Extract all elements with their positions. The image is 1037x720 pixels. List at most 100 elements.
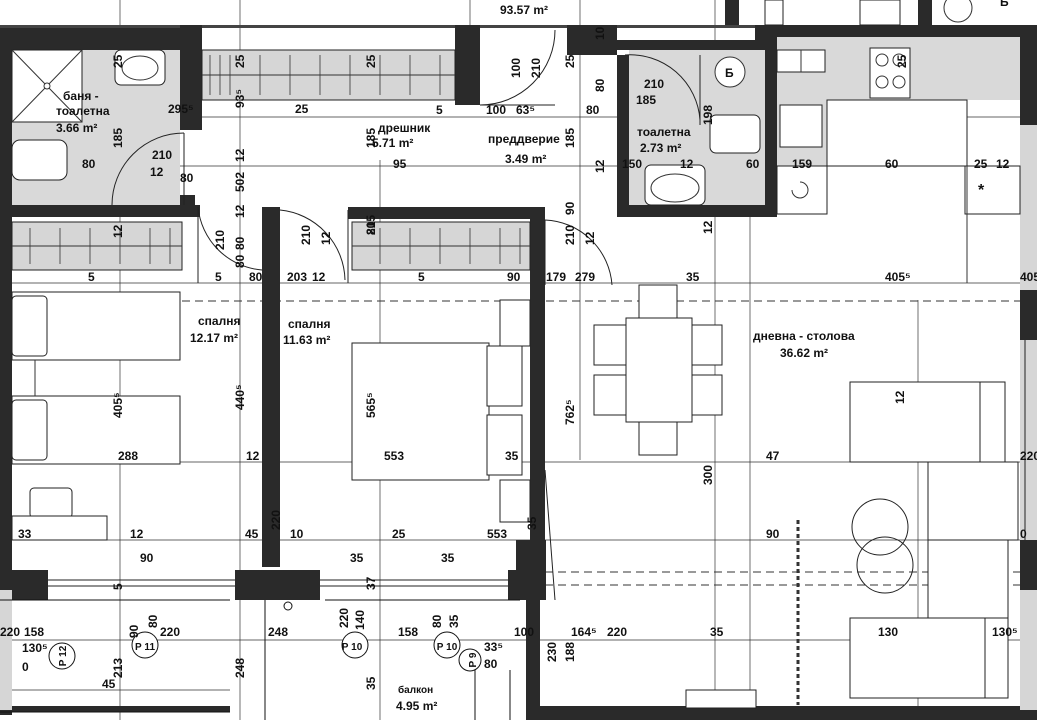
dim-text: 37: [364, 576, 378, 590]
dim-text: 10: [593, 26, 607, 40]
dim-text: 762⁵: [563, 399, 577, 425]
dim-text: 12: [130, 527, 144, 541]
dim-text: 25: [563, 54, 577, 68]
boiler-symbol-2: Б: [1000, 0, 1009, 9]
dim-text: 288: [118, 449, 138, 463]
bed1-name: спалня: [198, 314, 240, 328]
dim-text: 100: [486, 103, 506, 117]
dim-text: 12: [996, 157, 1010, 171]
bath1-area: 3.66 m²: [56, 121, 97, 135]
dimension-texts: 25 295⁵ 5 100 63⁵ 80 210 185 80 210 12 8…: [0, 77, 1037, 691]
dim-text: 35: [364, 676, 378, 690]
dim-text: 10: [290, 527, 304, 541]
dim-text: 12: [680, 157, 694, 171]
dim-text: 80: [484, 657, 498, 671]
dim-text: 140: [353, 610, 367, 630]
dim-text: 248: [233, 658, 247, 678]
dim-text: 25: [364, 54, 378, 68]
dim-text: 158: [398, 625, 418, 639]
dim-text: 35: [447, 614, 461, 628]
column-p9: Р 9: [468, 652, 479, 667]
dim-text: 93⁵: [233, 89, 247, 108]
bed2-name: спалня: [288, 317, 330, 331]
dim-text: 220: [0, 625, 20, 639]
dim-text: 12: [111, 224, 125, 238]
bedroom-furniture: [11, 291, 531, 541]
dim-text: 405⁵: [111, 392, 125, 418]
dim-text: 185: [563, 128, 577, 148]
dim-text: 220: [160, 625, 180, 639]
dim-text: 90: [507, 270, 521, 284]
dim-text: 25: [974, 157, 988, 171]
wc-area: 2.73 m²: [640, 141, 681, 155]
wall-hatch: [0, 125, 1037, 710]
dim-text: 47: [766, 449, 780, 463]
dim-text: 25: [392, 527, 406, 541]
dim-text: 35: [525, 516, 539, 530]
bath1-name-1: баня -: [63, 89, 99, 103]
dim-text: 45: [102, 677, 116, 691]
dim-text: 164⁵: [571, 625, 597, 639]
dim-text: 90: [563, 201, 577, 215]
dim-text: 502: [233, 172, 247, 192]
dim-text: 130⁵: [992, 625, 1018, 639]
dim-text: 220: [1020, 449, 1037, 463]
dim-text: 185: [364, 128, 378, 148]
balcony-name: балкон: [398, 684, 433, 696]
dim-text: 230: [545, 642, 559, 662]
dim-text: 90: [140, 551, 154, 565]
dim-text: 63⁵: [516, 103, 535, 117]
dim-text: 25: [233, 54, 247, 68]
bath1-name-2: тоалетна: [56, 104, 110, 118]
dim-text: 553: [487, 527, 507, 541]
dim-text: 45: [245, 527, 259, 541]
star-symbol: *: [978, 182, 985, 199]
living-name: дневна - столова: [753, 329, 855, 343]
dim-text: 5: [215, 270, 222, 284]
dim-text: 12: [701, 220, 715, 234]
dim-text: 185: [111, 128, 125, 148]
dim-text: 12: [150, 165, 164, 179]
living-furniture: [593, 284, 1019, 709]
dim-text: 220: [269, 510, 283, 530]
dim-text: 5: [88, 270, 95, 284]
dim-text: 35: [505, 449, 519, 463]
vestibule-area: 3.49 m²: [505, 152, 546, 166]
dim-text: 203: [287, 270, 307, 284]
dim-text: 130: [878, 625, 898, 639]
dim-text: 210: [213, 230, 227, 250]
column-p10a: Р 10: [342, 642, 363, 653]
dim-text: 553: [384, 449, 404, 463]
wc-name: тоалетна: [637, 125, 691, 139]
dim-text: 35: [350, 551, 364, 565]
dim-text: 80: [180, 171, 194, 185]
room-labels: 93.57 m² баня - тоалетна 3.66 m² дрешник…: [56, 0, 1009, 713]
boiler-symbol: Б: [725, 66, 734, 80]
balcony-area: 4.95 m²: [396, 699, 437, 713]
dim-text: 80: [233, 236, 247, 250]
dim-text: 80: [249, 270, 263, 284]
dim-text: 12: [246, 449, 260, 463]
dim-text: 35: [441, 551, 455, 565]
dim-text: 25: [295, 102, 309, 116]
dim-text: 405⁵: [885, 270, 911, 284]
dim-text: 279: [575, 270, 595, 284]
dim-text: 60: [885, 157, 899, 171]
dim-text: 80: [146, 614, 160, 628]
door-swings: [111, 29, 701, 601]
dim-text: 300: [701, 465, 715, 485]
dim-text: 12: [233, 148, 247, 162]
dim-text: 210: [152, 148, 172, 162]
dim-text: 12: [319, 231, 333, 245]
dim-text: 405⁵: [1020, 270, 1037, 284]
dim-text: 0: [22, 660, 29, 674]
wardrobes: [11, 49, 531, 271]
dim-text: 220: [337, 608, 351, 628]
dim-text: 159: [792, 157, 812, 171]
dim-text: 100: [509, 58, 523, 78]
dim-text: 565⁵: [364, 392, 378, 418]
dim-text: 185: [636, 93, 656, 107]
column-p12: Р 12: [58, 645, 69, 666]
